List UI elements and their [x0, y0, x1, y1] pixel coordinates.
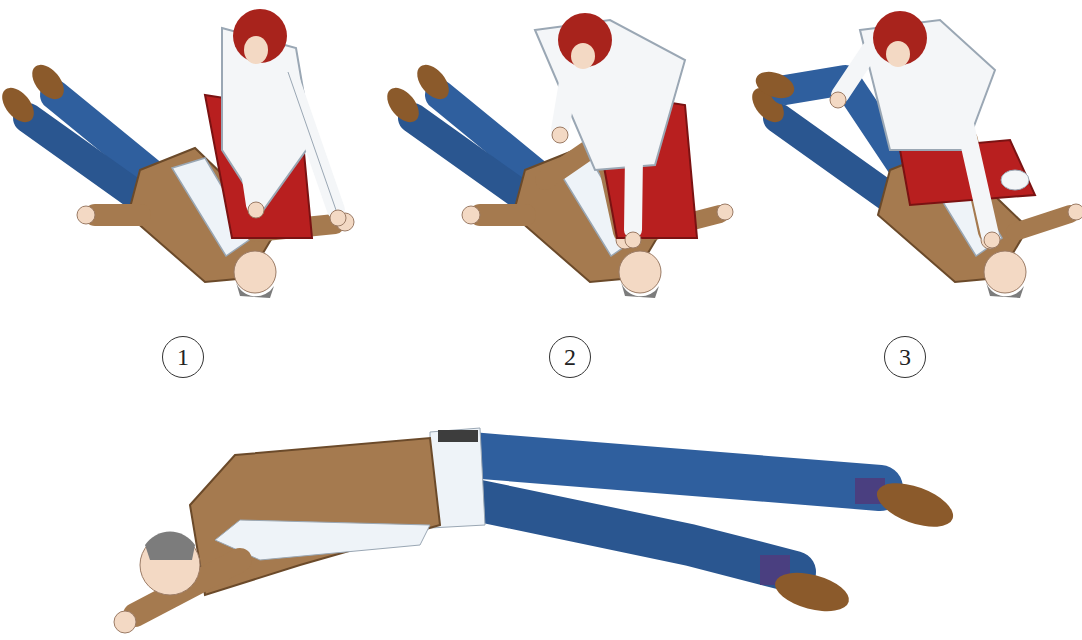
kneeling-rescuer	[205, 9, 346, 238]
step-number-circle: 1	[162, 336, 204, 378]
lying-man	[381, 59, 733, 298]
step-number: 3	[899, 344, 911, 371]
panel-three-scene	[746, 11, 1082, 298]
step-number-circle: 3	[884, 336, 926, 378]
step-number-circle: 2	[549, 336, 591, 378]
step-number: 1	[177, 344, 189, 371]
kneeling-rescuer	[830, 11, 1035, 248]
lying-man	[0, 59, 354, 298]
recovery-position-man	[114, 428, 959, 633]
kneeling-rescuer	[535, 13, 697, 248]
step-number: 2	[564, 344, 576, 371]
panel-one-scene	[0, 9, 354, 298]
panel-two-scene	[381, 13, 733, 298]
